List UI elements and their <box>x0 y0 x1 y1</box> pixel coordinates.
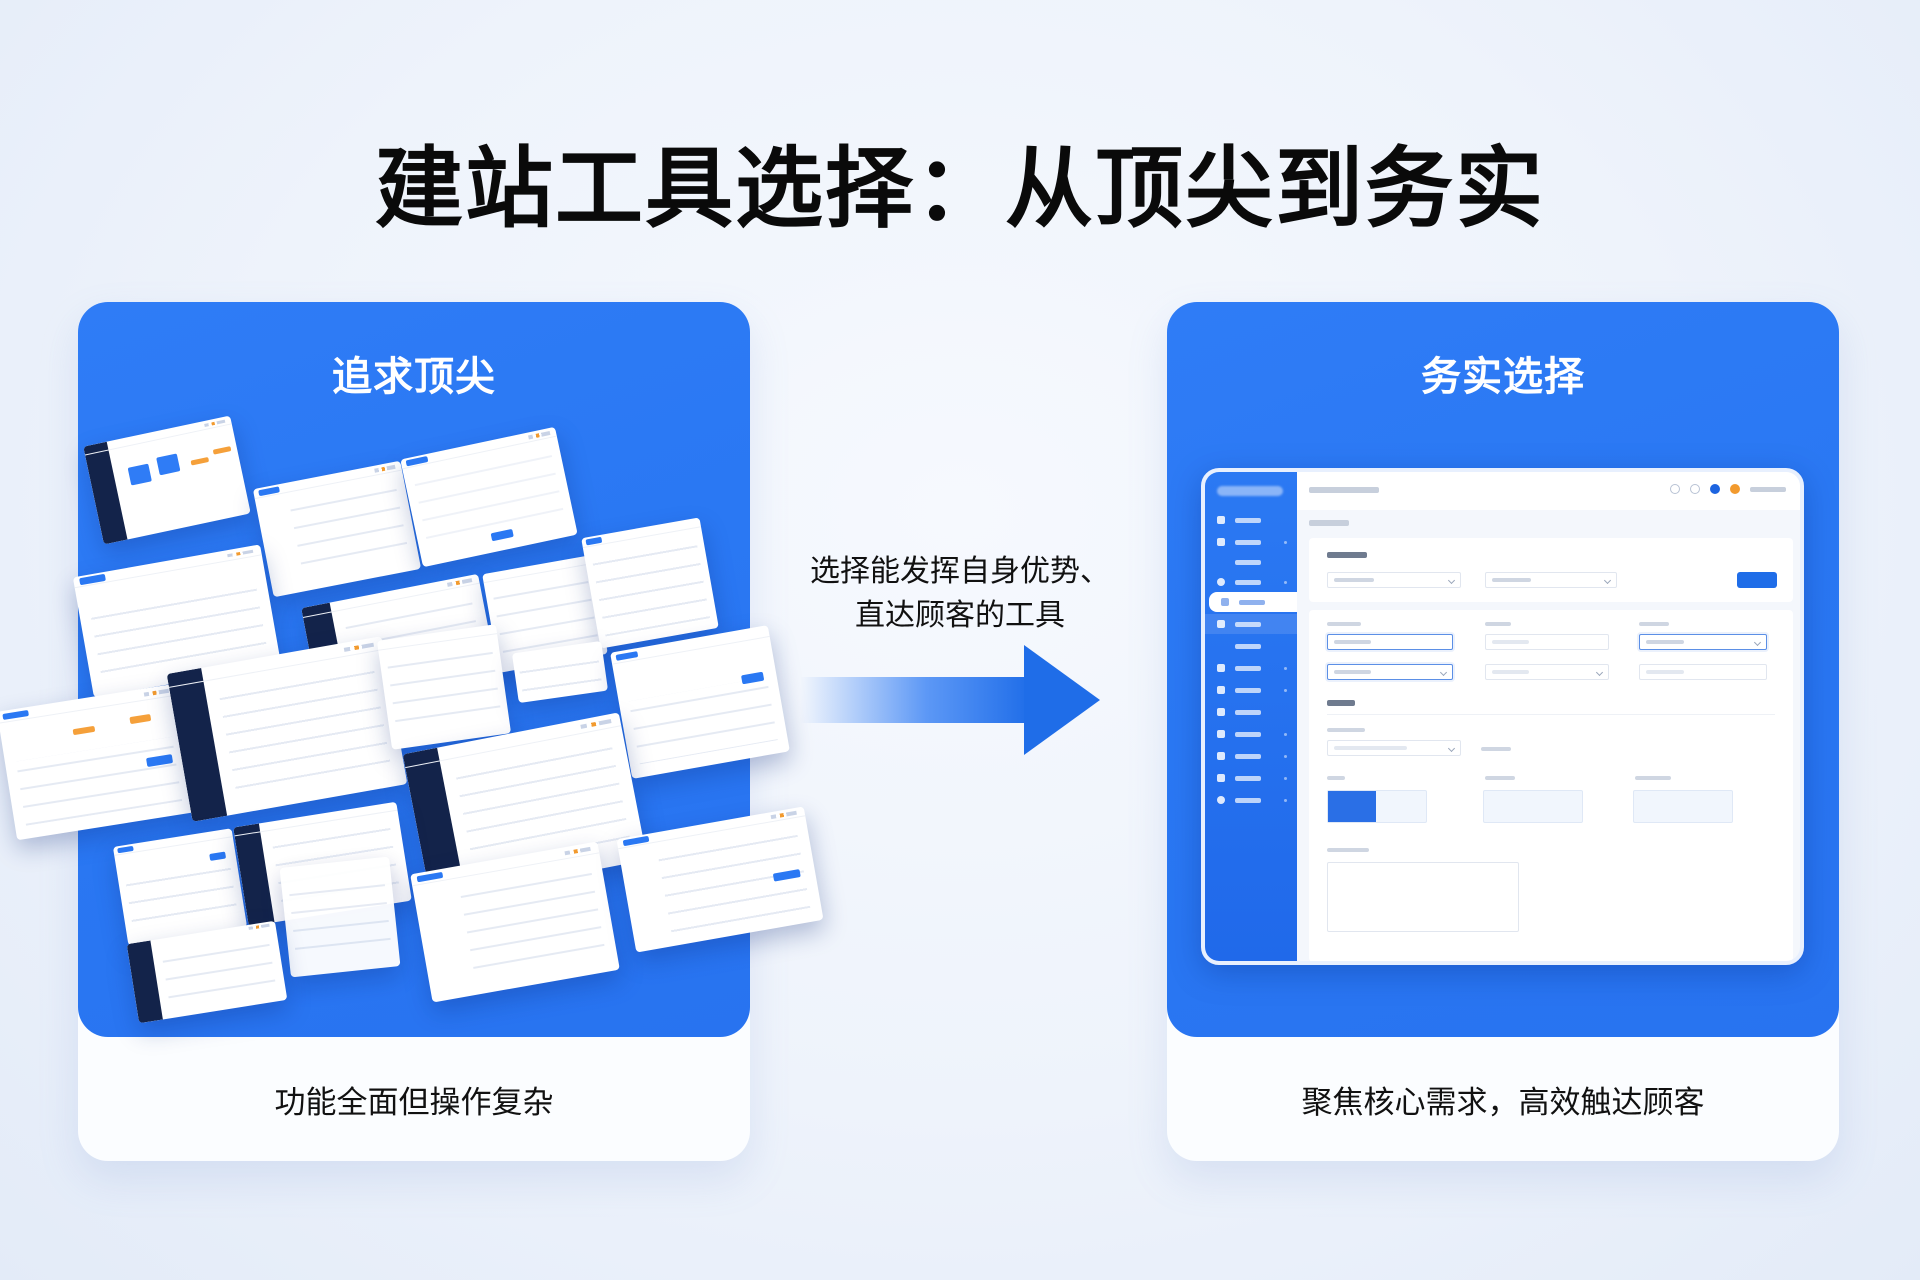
right-panel-caption: 聚焦核心需求，高效触达顾客 <box>1301 1085 1705 1121</box>
home-icon <box>1217 516 1225 524</box>
mock-filter-card <box>1309 538 1793 602</box>
mock-nav-item <box>1205 790 1297 810</box>
folder-icon <box>1217 538 1225 546</box>
mini-screen <box>376 624 512 750</box>
mini-screen <box>83 415 251 545</box>
mock-sidebar <box>1205 472 1297 961</box>
mock-breadcrumb <box>1309 487 1379 493</box>
mini-screen <box>610 625 790 779</box>
mock-page-path <box>1309 520 1349 526</box>
mock-header <box>1297 472 1800 510</box>
mock-nav-item <box>1205 658 1297 678</box>
mock-nav-subitem <box>1205 636 1297 656</box>
mock-nav-item-active <box>1209 592 1297 612</box>
settings-icon <box>1690 484 1700 494</box>
transition-text-line1: 选择能发挥自身优势、 <box>810 554 1110 589</box>
mock-nav-item <box>1205 768 1297 788</box>
notification-icon <box>1710 484 1720 494</box>
mock-nav-subitem <box>1205 552 1297 572</box>
left-panel-pursue-top: 追求顶尖 <box>0 302 824 1161</box>
right-blue-card: 务实选择 <box>1167 302 1839 1037</box>
mock-nav-item <box>1205 680 1297 700</box>
mini-screen <box>252 460 422 598</box>
left-blue-card: 追求顶尖 <box>0 302 824 1037</box>
mock-nav-item <box>1205 572 1297 592</box>
mock-nav-item <box>1205 702 1297 722</box>
clean-admin-screen <box>1201 468 1804 965</box>
mini-screen <box>581 517 719 649</box>
mock-nav-item <box>1205 532 1297 552</box>
arrow-right-icon <box>800 645 1100 755</box>
help-icon <box>1670 484 1680 494</box>
mini-screen <box>400 426 578 568</box>
mock-search-button <box>1737 572 1777 588</box>
transition-text: 选择能发挥自身优势、 直达顾客的工具 <box>770 550 1150 638</box>
mock-nav-item <box>1205 746 1297 766</box>
avatar <box>1730 484 1740 494</box>
complex-screens-collage <box>0 302 840 1037</box>
right-panel-practical: 务实选择 <box>1167 302 1839 1161</box>
mock-nav-item <box>1205 510 1297 530</box>
mini-screen <box>0 683 196 841</box>
user-name-placeholder <box>1750 486 1786 492</box>
settings-icon <box>1217 578 1225 586</box>
right-panel-heading: 务实选择 <box>1421 354 1585 400</box>
mini-screen <box>616 806 824 953</box>
page-title: 建站工具选择：从顶尖到务实 <box>374 137 1545 240</box>
mock-logo <box>1217 486 1283 496</box>
mock-nav-item <box>1205 614 1297 634</box>
left-panel-caption: 功能全面但操作复杂 <box>274 1085 554 1121</box>
mini-screen <box>279 856 401 978</box>
left-panel-heading: 追求顶尖 <box>332 354 496 400</box>
mock-form-card <box>1309 610 1793 961</box>
transition-text-line2: 直达顾客的工具 <box>855 598 1065 633</box>
mock-nav-item <box>1205 724 1297 744</box>
